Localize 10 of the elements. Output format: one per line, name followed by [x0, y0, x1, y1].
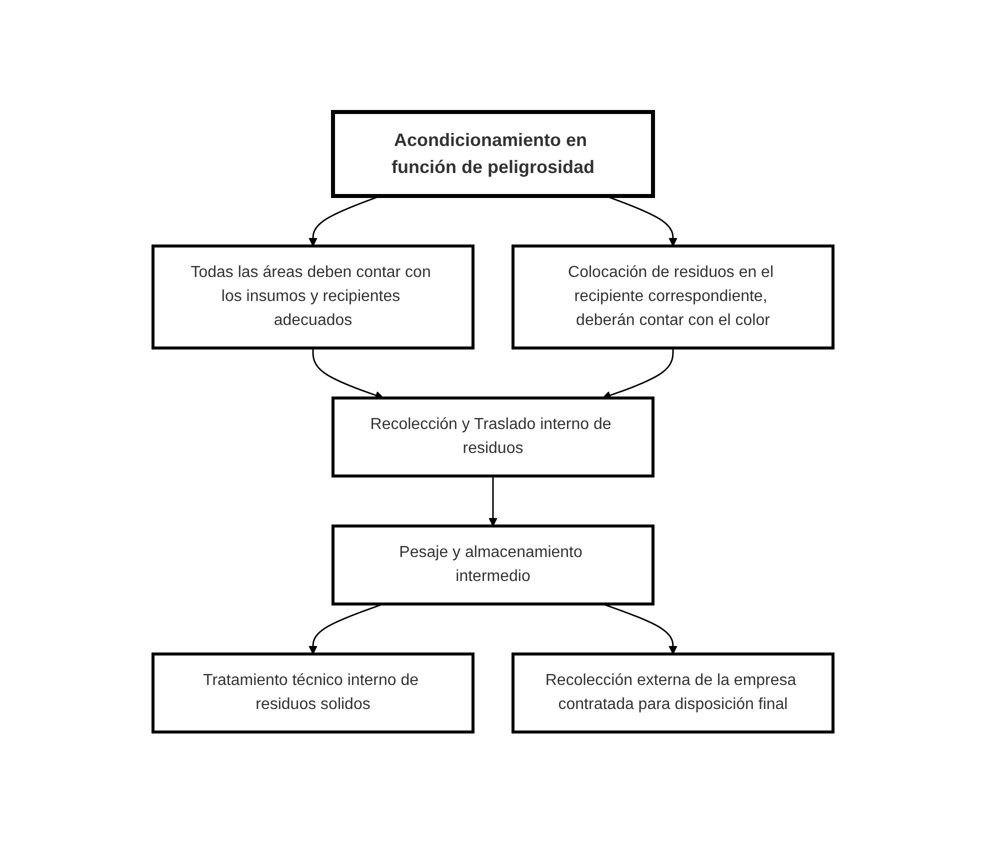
node-box: Tratamiento técnico interno de residuos solidos: [152, 652, 474, 734]
node-box: Pesaje y almacenamiento intermedio: [332, 524, 654, 606]
node-box: Recolección externa de la empresa contratada para disposición final: [512, 652, 834, 734]
node-box: Todas las áreas deben contar con los insumos y recipientes adecuados: [152, 244, 474, 350]
node-box: Colocación de residuos en el recipiente correspondiente, deberán contar con el color: [512, 244, 834, 350]
node-box: Recolección y Traslado interno de residuos: [332, 396, 654, 478]
arrow: [602, 348, 674, 400]
node-box: Acondicionamiento en función de peligrosidad: [331, 110, 655, 198]
arrow: [488, 476, 498, 526]
arrow: [312, 348, 384, 400]
